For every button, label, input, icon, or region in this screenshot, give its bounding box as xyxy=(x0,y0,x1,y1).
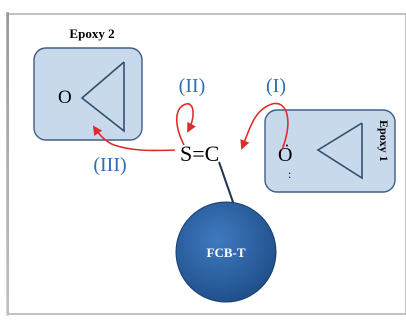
arrow-step-2 xyxy=(175,103,196,146)
epoxy2-box xyxy=(33,47,143,141)
epoxy1-ring xyxy=(316,122,363,180)
epoxy2-oxygen: O xyxy=(58,87,72,108)
arrow-step-3 xyxy=(92,125,176,152)
epoxy2-ring xyxy=(80,61,125,133)
epoxy1-label: Epoxy 1 xyxy=(377,120,391,162)
step-1-label: (I) xyxy=(266,75,286,97)
step-2-label: (II) xyxy=(179,75,206,97)
thiocarbonyl-group: S=C xyxy=(180,141,219,166)
epoxy1-lone-pair: : xyxy=(288,167,291,181)
step-3-label: (III) xyxy=(93,154,126,176)
panel-shadow xyxy=(6,12,9,316)
epoxy1-oxygen: Ö xyxy=(278,143,292,166)
particle-bond xyxy=(218,161,235,206)
fcb-t-particle xyxy=(175,201,277,303)
epoxy2-label: Epoxy 2 xyxy=(69,26,114,41)
fcb-t-label: FCB-T xyxy=(207,245,246,260)
arrow-step-1 xyxy=(240,102,289,151)
